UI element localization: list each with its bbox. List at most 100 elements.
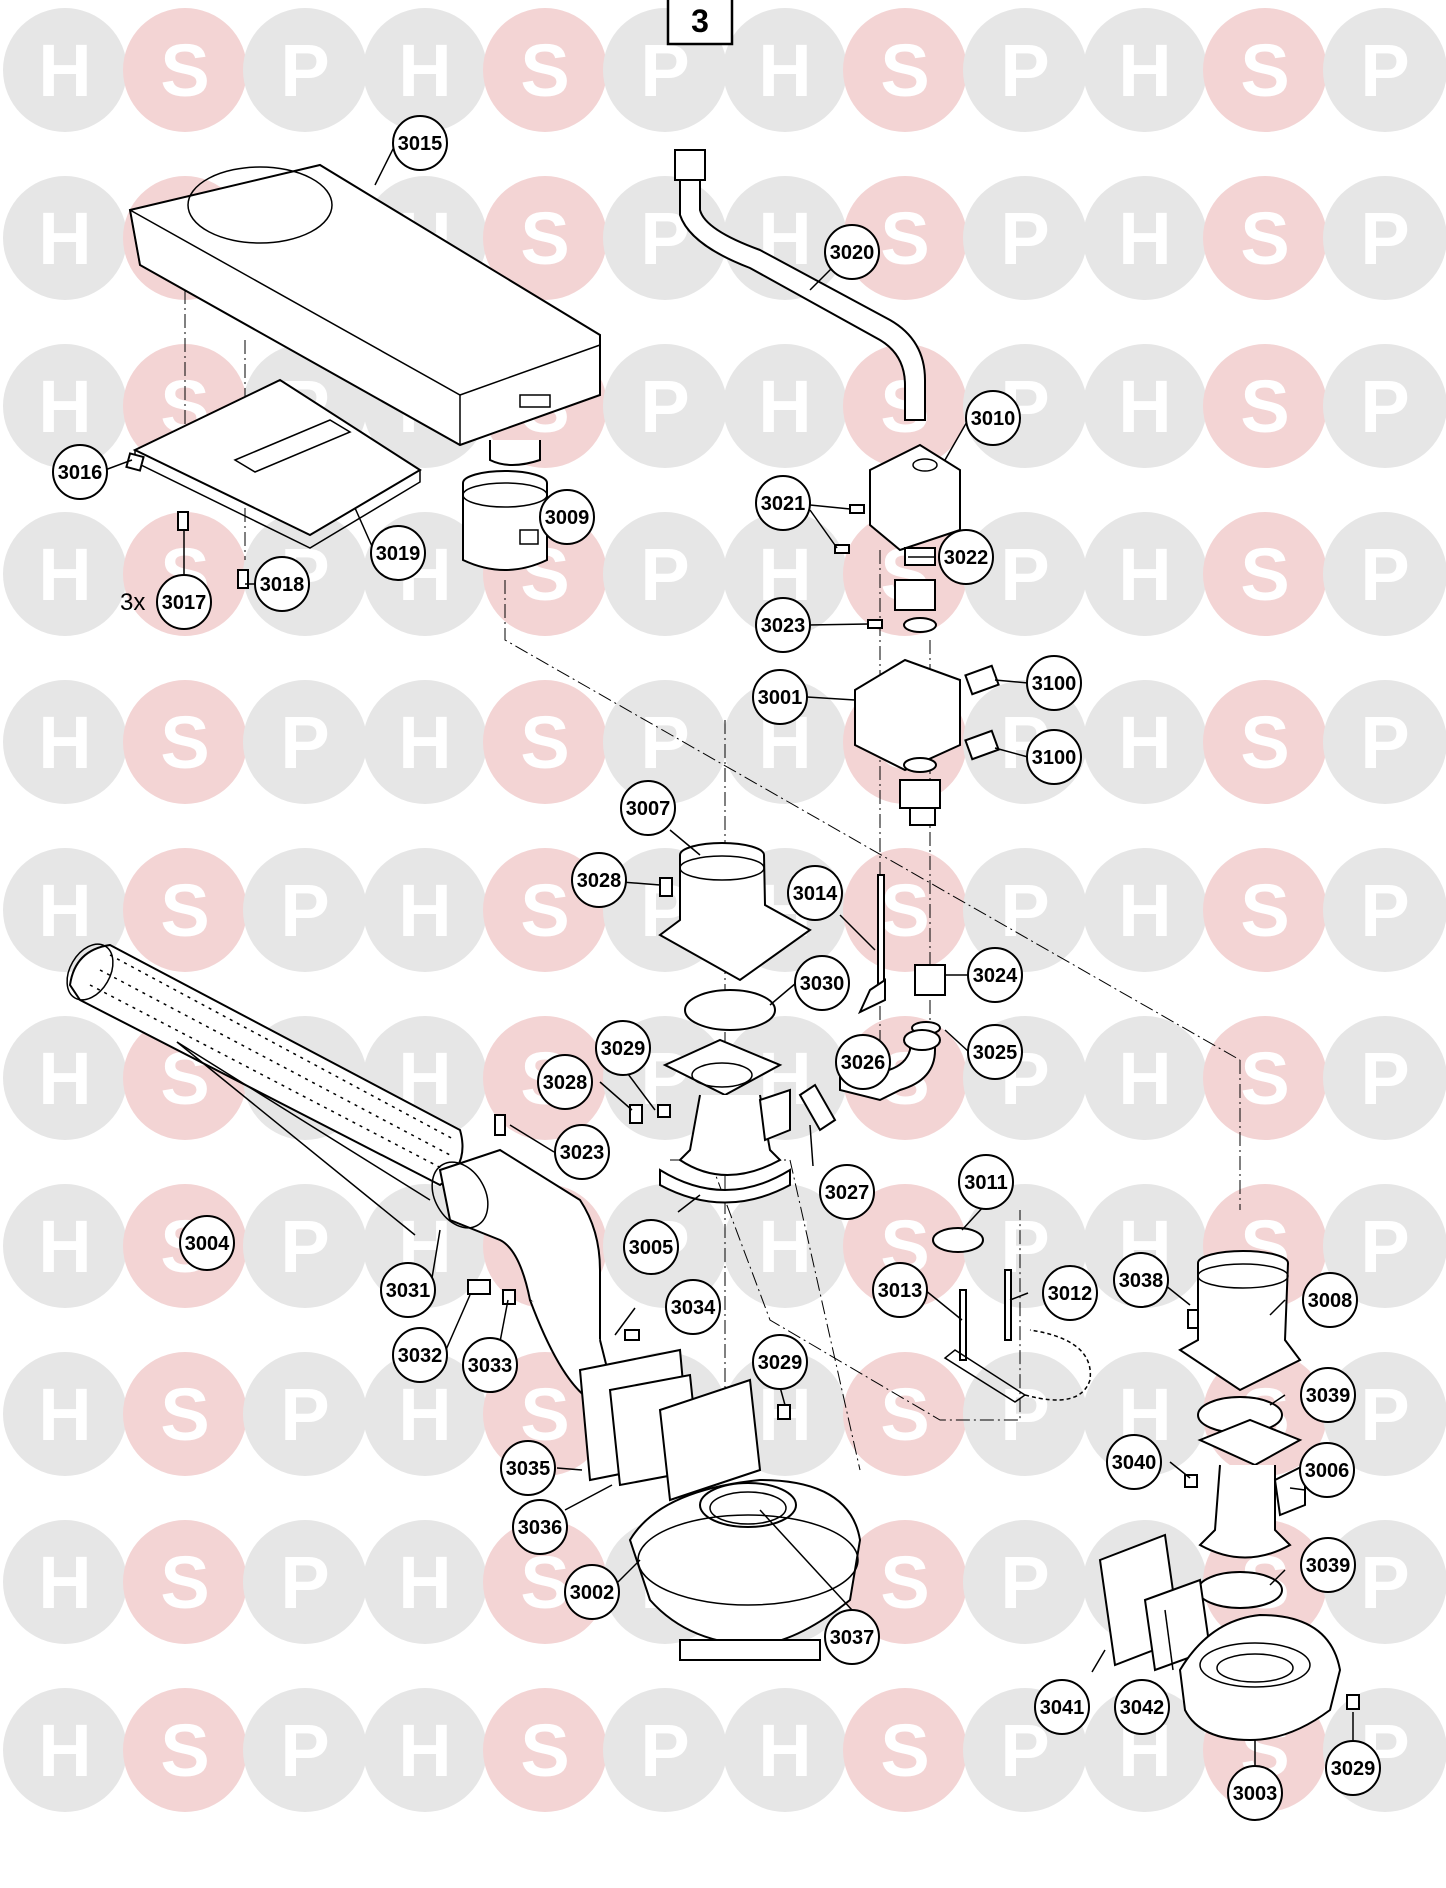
callout-number: 3007 — [626, 798, 671, 820]
callout-3021: 3021 — [755, 475, 811, 531]
watermark-disc — [363, 1520, 487, 1644]
watermark-letter: S — [520, 29, 569, 112]
watermark-letter: S — [1240, 197, 1289, 280]
callout-circle — [370, 525, 426, 581]
watermark-disc — [363, 848, 487, 972]
callout-3014: 3014 — [787, 865, 843, 921]
watermark-letter: P — [640, 1709, 689, 1792]
part-3011-cap — [932, 1227, 984, 1253]
callout-circle — [824, 1609, 880, 1665]
watermark-letter: S — [1240, 869, 1289, 952]
watermark-disc — [363, 1352, 487, 1476]
watermark-letter: H — [38, 701, 91, 784]
watermark-letter: S — [520, 701, 569, 784]
watermark-disc — [483, 1688, 607, 1812]
callout-3032: 3032 — [392, 1327, 448, 1383]
callout-circle — [1026, 655, 1082, 711]
watermark-letter: P — [1000, 1541, 1049, 1624]
callout-3039: 3039 — [1300, 1367, 1356, 1423]
page-number: 3 — [691, 3, 709, 39]
watermark-disc — [243, 1520, 367, 1644]
callout-3007: 3007 — [620, 780, 676, 836]
watermark-disc — [723, 344, 847, 468]
callout-3012: 3012 — [1042, 1265, 1098, 1321]
callout-3023: 3023 — [755, 597, 811, 653]
callout-number: 3025 — [973, 1042, 1018, 1064]
callout-3039: 3039 — [1300, 1537, 1356, 1593]
callout-3002: 3002 — [564, 1564, 620, 1620]
watermark-letter: P — [1360, 1373, 1409, 1456]
callout-number: 3020 — [830, 242, 875, 264]
watermark-disc — [123, 1688, 247, 1812]
watermark-disc — [123, 1352, 247, 1476]
watermark-letter: H — [38, 1037, 91, 1120]
callout-3041: 3041 — [1034, 1679, 1090, 1735]
callout-number: 3029 — [1331, 1758, 1376, 1780]
callout-circle — [1034, 1679, 1090, 1735]
watermark-disc — [723, 8, 847, 132]
callout-circle — [1106, 1434, 1162, 1490]
callout-3013: 3013 — [872, 1262, 928, 1318]
watermark-disc — [723, 680, 847, 804]
part-3007-adaptor — [658, 842, 812, 982]
watermark-disc — [243, 680, 367, 804]
watermark-letter: S — [520, 1709, 569, 1792]
callout-3010: 3010 — [965, 390, 1021, 446]
callout-number: 3017 — [162, 592, 207, 614]
watermark-letter: P — [280, 701, 329, 784]
callout-number: 3036 — [518, 1517, 563, 1539]
callout-number: 3029 — [601, 1038, 646, 1060]
watermark-letter: P — [1000, 869, 1049, 952]
callout-number: 3008 — [1308, 1290, 1353, 1312]
callout-circle — [1325, 1740, 1381, 1796]
watermark-disc — [1083, 680, 1207, 804]
watermark-disc — [1083, 848, 1207, 972]
watermark-letter: S — [880, 1541, 929, 1624]
watermark-disc — [1323, 1352, 1446, 1476]
watermark-letter: S — [520, 197, 569, 280]
callout-3011: 3011 — [958, 1154, 1014, 1210]
watermark-disc — [963, 176, 1087, 300]
callout-circle — [1302, 1272, 1358, 1328]
watermark-disc — [3, 1520, 127, 1644]
callout-3008: 3008 — [1302, 1272, 1358, 1328]
watermark-disc — [1203, 512, 1327, 636]
callout-3018: 3018 — [254, 556, 310, 612]
watermark-disc — [1203, 344, 1327, 468]
callout-3100: 3100 — [1026, 729, 1082, 785]
watermark-letter: H — [398, 1541, 451, 1624]
callout-circle — [1227, 1765, 1283, 1821]
page-number-box: 3 — [666, 0, 734, 46]
watermark-letter: P — [280, 29, 329, 112]
callout-number: 3029 — [758, 1352, 803, 1374]
callout-number: 3037 — [830, 1627, 875, 1649]
watermark-disc — [1083, 1688, 1207, 1812]
callout-circle — [752, 669, 808, 725]
watermark-letter: H — [1118, 197, 1171, 280]
callout-number: 3024 — [973, 965, 1018, 987]
part-3009-sleeve — [462, 470, 548, 571]
watermark-letter: P — [1360, 701, 1409, 784]
callout-number: 3006 — [1305, 1460, 1350, 1482]
callout-3029: 3029 — [752, 1334, 808, 1390]
watermark-letter: P — [1000, 533, 1049, 616]
watermark-letter: H — [38, 1541, 91, 1624]
callout-3017: 3017 — [156, 574, 212, 630]
callout-3029: 3029 — [595, 1020, 651, 1076]
watermark-disc — [603, 344, 727, 468]
watermark-letter: H — [1118, 29, 1171, 112]
watermark-disc — [3, 344, 127, 468]
callout-number: 3012 — [1048, 1283, 1093, 1305]
callout-number: 3010 — [971, 408, 1016, 430]
callout-number: 3031 — [386, 1280, 431, 1302]
callout-3025: 3025 — [967, 1024, 1023, 1080]
callout-circle — [380, 1262, 436, 1318]
watermark-letter: S — [1240, 1037, 1289, 1120]
callout-circle — [392, 115, 448, 171]
watermark-letter: P — [1360, 1205, 1409, 1288]
watermark-letter: H — [1118, 1037, 1171, 1120]
watermark-disc — [3, 176, 127, 300]
watermark-letter: S — [880, 869, 929, 952]
callout-number: 3023 — [560, 1142, 605, 1164]
callout-number: 3002 — [570, 1582, 615, 1604]
